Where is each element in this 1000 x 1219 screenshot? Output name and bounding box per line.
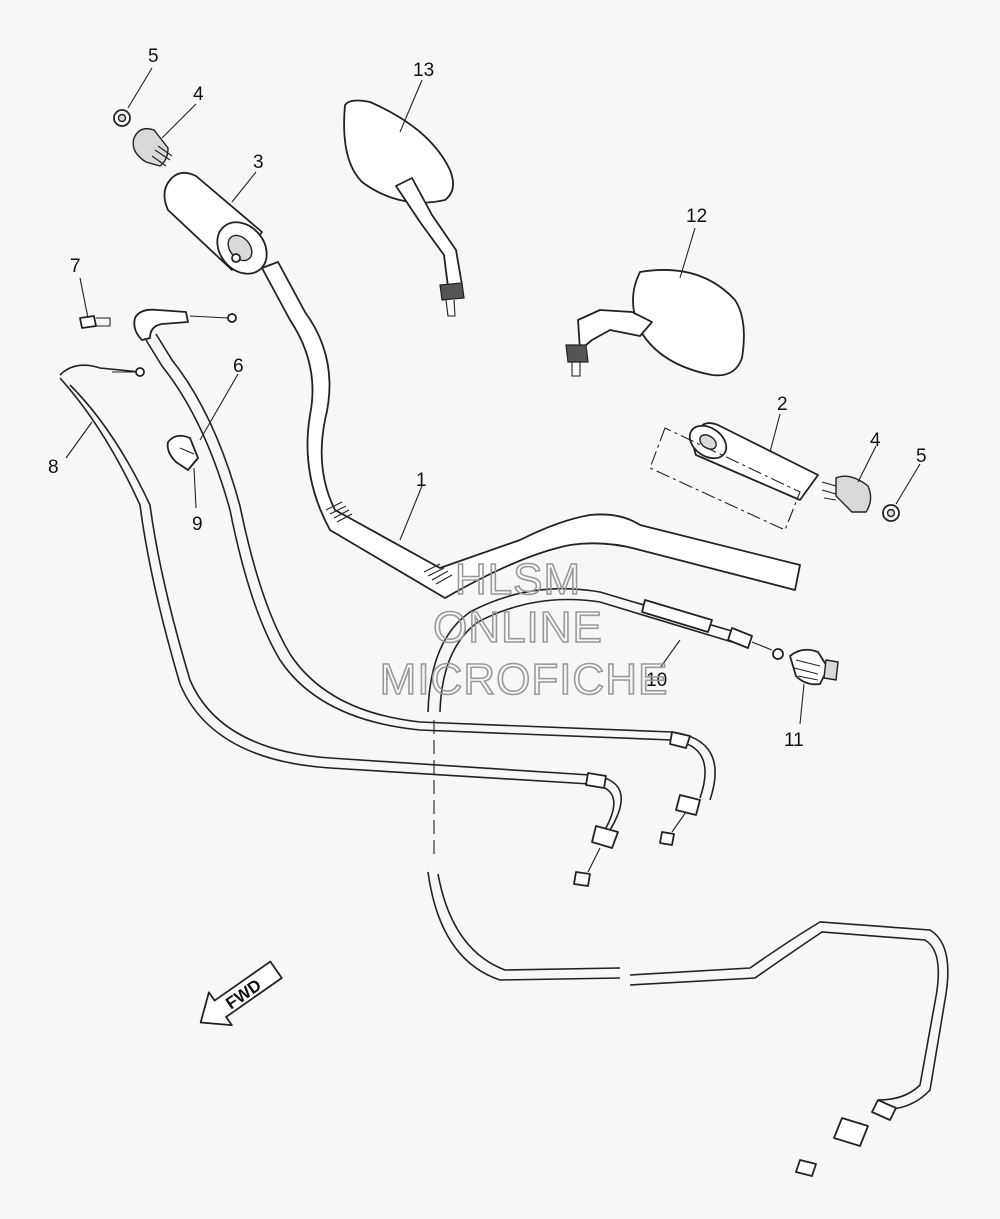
callout-11: 11 xyxy=(784,730,804,751)
callout-5-right: 5 xyxy=(916,446,927,467)
cable-bracket xyxy=(133,308,237,341)
callout-5-left: 5 xyxy=(148,46,159,67)
watermark-line-3: MICROFICHE xyxy=(380,655,669,704)
callout-12: 12 xyxy=(686,206,707,227)
nut-left xyxy=(113,109,131,127)
bar-end-weight-left xyxy=(132,127,173,167)
mirror-left xyxy=(343,99,465,317)
watermark-line-2: ONLINE xyxy=(433,603,603,652)
callout-10: 10 xyxy=(646,670,667,691)
clamp-9 xyxy=(166,434,199,471)
cable-8 xyxy=(59,364,622,887)
callout-4-left: 4 xyxy=(193,84,204,105)
fwd-arrow: FWD xyxy=(199,960,283,1027)
callout-6: 6 xyxy=(233,356,244,377)
callout-1: 1 xyxy=(416,470,427,491)
throttle-grip-right xyxy=(649,422,819,531)
callout-2: 2 xyxy=(777,394,788,415)
callout-leaders xyxy=(65,67,921,725)
adjuster-11 xyxy=(789,648,839,686)
bolt-7 xyxy=(79,315,111,329)
watermark: HLSM ONLINE MICROFICHE xyxy=(379,554,669,705)
callout-3: 3 xyxy=(253,152,264,173)
callout-9: 9 xyxy=(192,514,203,535)
knurl-left xyxy=(325,501,353,523)
cable-6 xyxy=(145,333,716,846)
callout-labels: 1 2 3 4 4 5 5 6 7 8 9 10 11 12 13 xyxy=(48,46,927,751)
nut-right xyxy=(882,504,900,522)
clutch-cable-10 xyxy=(427,587,949,1177)
mirror-right xyxy=(565,269,745,377)
handlebar xyxy=(261,261,801,599)
callout-4-right: 4 xyxy=(870,430,881,451)
callout-8: 8 xyxy=(48,457,59,478)
callout-13: 13 xyxy=(413,60,434,81)
callout-7: 7 xyxy=(70,256,81,277)
watermark-line-1: HLSM xyxy=(455,555,581,604)
knurl-right xyxy=(423,563,453,585)
bar-end-weight-right xyxy=(821,475,872,513)
left-grip xyxy=(163,171,268,275)
